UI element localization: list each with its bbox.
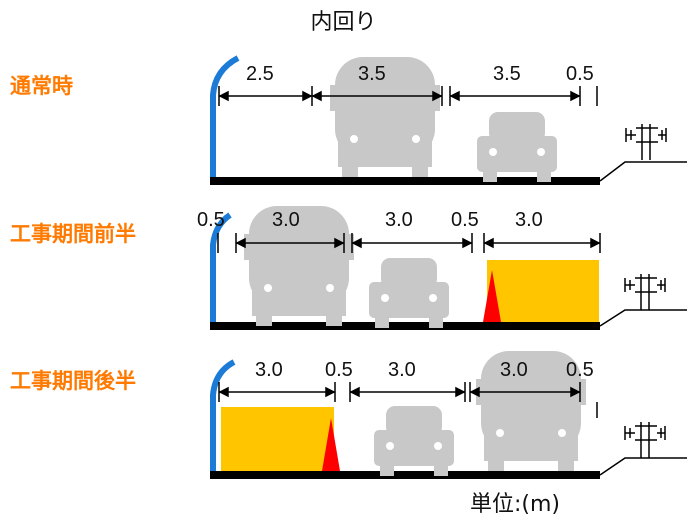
work-zone [221,407,334,471]
dim-label: 3.0 [272,209,300,231]
dim-label: 3.5 [358,63,386,85]
shoulder-edge [599,457,687,476]
dim-label: 0.5 [451,209,479,231]
section-label-first-half: 工事期間前半 [10,222,136,246]
dim-label: 0.5 [325,359,353,381]
dimension-lines [218,382,598,418]
dim-label: 3.0 [385,209,413,231]
section-normal: 2.5 3.5 3.5 0.5 [210,55,687,185]
rail-sign [624,273,666,311]
section-first-half: 0.5 3.0 3.0 0.5 3.0 [197,206,687,330]
dim-label: 0.5 [566,359,594,381]
dimension-lines [217,233,601,253]
car-vehicle [374,406,454,476]
dim-label: 0.5 [197,209,225,231]
wall-barrier [210,359,236,479]
shoulder-edge [599,309,687,327]
section-second-half: 3.0 0.5 3.0 3.0 0.5 [210,351,687,479]
diagram-title: 内回り [310,10,377,35]
car-vehicle [477,112,557,182]
dim-label: 0.5 [566,63,594,85]
car-vehicle [369,258,449,328]
dimension-lines [218,86,598,106]
section-label-normal: 通常時 [10,74,73,98]
shoulder-edge [599,161,687,182]
traffic-cone [483,270,501,322]
dim-label: 3.5 [493,63,521,85]
wall-barrier [210,55,240,185]
road-surface [210,471,600,479]
wall-barrier [210,212,232,330]
work-zone [487,260,599,322]
road-surface [210,177,600,185]
dim-label: 3.0 [515,209,543,231]
rail-sign [625,123,667,161]
dim-label: 2.5 [246,63,274,85]
dim-label: 3.0 [388,359,416,381]
rail-sign [624,421,666,459]
road-surface [210,322,600,330]
dim-label: 3.0 [255,359,283,381]
section-label-second-half: 工事期間後半 [10,369,136,393]
dim-label: 3.0 [500,359,528,381]
unit-label: 単位:(m) [470,492,561,517]
traffic-cone [322,418,340,471]
